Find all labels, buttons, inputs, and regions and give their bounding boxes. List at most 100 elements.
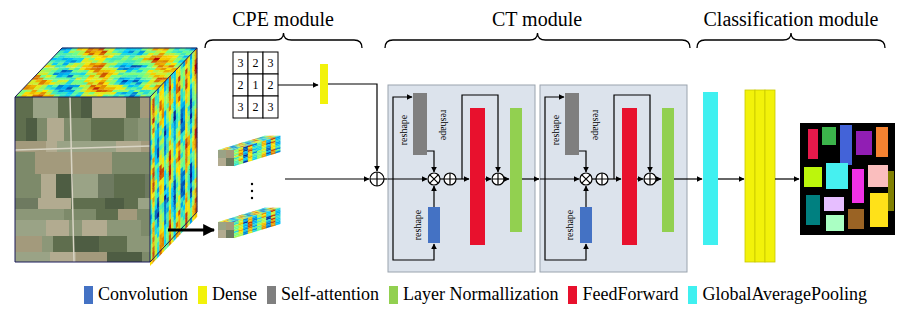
legend-swatch (389, 286, 398, 304)
field-patch (50, 152, 82, 174)
grid-cell (263, 96, 278, 118)
arrow-line (393, 179, 434, 260)
symbol-ring (492, 173, 504, 185)
arrow-line (535, 178, 539, 179)
class-region (824, 197, 844, 211)
field-patch (82, 220, 107, 236)
field-patch (107, 220, 141, 236)
table-cell: 3 (268, 101, 274, 113)
field-patch (142, 152, 150, 174)
road (15, 97, 150, 262)
symbol-cross (430, 175, 438, 183)
brace (385, 33, 690, 48)
legend-swatch (688, 286, 697, 304)
field-patch (92, 97, 126, 118)
reshape-label: reshape (565, 210, 575, 241)
brace (205, 33, 362, 48)
ellipsis-dot (251, 197, 253, 199)
legend-item: Convolution (84, 285, 188, 305)
arrow-line (718, 178, 744, 179)
patch-front (218, 150, 234, 166)
wire (384, 178, 388, 179)
spectral-cell (257, 228, 262, 231)
field-patch (56, 174, 73, 198)
arrow-line (168, 229, 214, 232)
field-patch (35, 152, 50, 174)
field-patch (218, 158, 226, 166)
spectral-cell (243, 232, 248, 235)
legend-text: Convolution (98, 285, 188, 305)
patch-cube (218, 208, 281, 238)
field-patch (218, 150, 226, 158)
patch-top (218, 208, 281, 222)
arrow-line (614, 95, 650, 179)
symbol-cross (492, 173, 504, 185)
spectral-cell (243, 160, 248, 163)
symbol-cross (644, 173, 656, 185)
arrow-line (540, 178, 579, 179)
brace (697, 33, 885, 48)
arrow-line (545, 97, 564, 179)
spectral-cell (275, 150, 280, 153)
field-patch (218, 222, 226, 230)
field-patch (226, 150, 234, 158)
field-patch (114, 174, 145, 198)
dense-bar (755, 90, 765, 262)
arrow-line (328, 84, 377, 171)
field-patch (99, 236, 127, 252)
field-patch (73, 236, 99, 252)
field-patch (226, 158, 234, 166)
spectral-cell (252, 157, 257, 160)
feedforward-bar (470, 108, 485, 245)
legend-item: FeedForward (568, 285, 678, 305)
wire (440, 178, 444, 179)
field-patch (71, 198, 105, 209)
field-patch (57, 141, 89, 152)
layer-norm-bar (510, 108, 522, 232)
class-region (868, 165, 888, 187)
table-cell: 3 (268, 57, 274, 69)
spectral-cell (234, 163, 239, 166)
field-patch (15, 236, 42, 252)
patch-side (234, 208, 280, 238)
field-patch (81, 97, 92, 118)
reshape-label: reshape (439, 110, 449, 141)
field-patch (15, 118, 26, 141)
arrow-line (485, 178, 491, 179)
legend-swatch (198, 286, 207, 304)
arrow-line (775, 178, 799, 179)
legend-swatch (568, 286, 577, 304)
class-region (822, 127, 836, 145)
field-patch (127, 236, 150, 252)
arrow-line (585, 186, 586, 207)
grid-cell (233, 52, 248, 74)
field-patch (140, 97, 150, 118)
class-region (806, 195, 820, 225)
table-cell: 2 (268, 79, 274, 91)
field-patch (33, 97, 58, 118)
field-patch (15, 198, 38, 209)
symbol-cross (370, 172, 384, 186)
arrow-line (637, 178, 643, 179)
feedforward-bar (622, 108, 637, 245)
legend-swatch (267, 286, 276, 304)
legend-swatch (84, 286, 93, 304)
symbol-ring (596, 173, 608, 185)
field-patch (15, 174, 41, 198)
class-region (808, 129, 818, 159)
add-symbol (444, 173, 456, 185)
field-patch (105, 198, 124, 209)
class-region (870, 193, 888, 227)
spectral-cell (257, 156, 262, 159)
field-patch (91, 118, 124, 141)
class-region (804, 167, 822, 187)
patch-top (218, 136, 281, 150)
table-cell: 3 (238, 57, 244, 69)
field-patch (226, 230, 234, 238)
class-region (848, 209, 864, 229)
spectral-cell (239, 161, 244, 164)
field-patch (47, 118, 64, 141)
class-region (840, 125, 852, 165)
